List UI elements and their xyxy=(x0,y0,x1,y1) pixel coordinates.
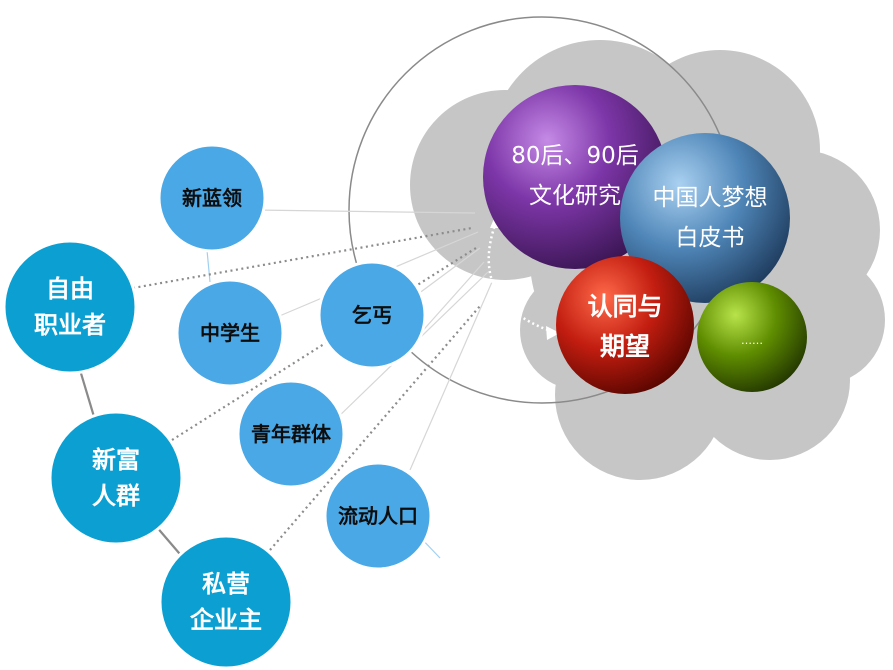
group-new-blue-collar-circle[interactable] xyxy=(157,143,267,253)
connector-new-blue-collar xyxy=(251,209,476,214)
group-middle-school-circle[interactable] xyxy=(175,278,285,388)
group-private-owner-circle[interactable] xyxy=(158,534,294,670)
connector-beggar-1 xyxy=(409,247,481,301)
outer-connectors xyxy=(132,226,481,551)
group-youth-circle[interactable] xyxy=(236,379,346,489)
connector-private-owner xyxy=(269,305,481,551)
topic-spheres xyxy=(483,85,807,394)
inner-connectors xyxy=(206,209,493,559)
topic-more-sphere[interactable] xyxy=(697,282,807,392)
connector-blue-collar-middle xyxy=(206,249,211,283)
group-nouveau-riche-circle[interactable] xyxy=(48,410,184,546)
connector-freelancer xyxy=(132,226,473,290)
group-beggar-circle[interactable] xyxy=(317,260,427,370)
arrow-head-right xyxy=(546,326,560,340)
outer-groups xyxy=(2,239,294,670)
group-freelancer-circle[interactable] xyxy=(2,239,138,375)
connector-floating xyxy=(409,281,493,471)
topic-identity-sphere[interactable] xyxy=(556,256,694,394)
inner-groups xyxy=(157,143,433,571)
link-freelancer-rich xyxy=(78,369,97,421)
topic-china-dream-sphere[interactable] xyxy=(620,133,790,303)
group-floating-population-circle[interactable] xyxy=(323,461,433,571)
